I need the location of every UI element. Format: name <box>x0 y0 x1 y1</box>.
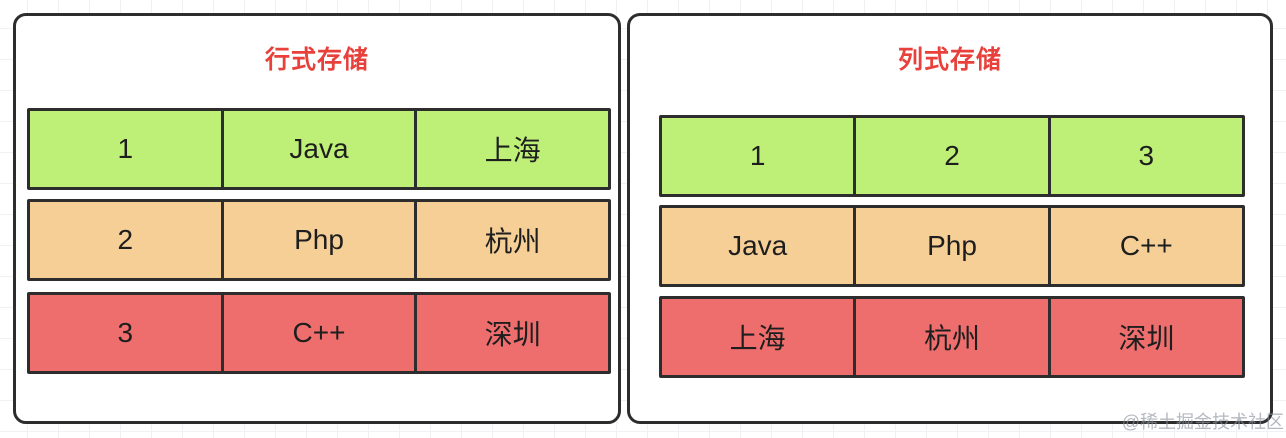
storage-cell: Java <box>220 111 415 187</box>
panel-title: 行式存储 <box>264 46 369 74</box>
storage-row: 1 2 3 <box>659 115 1245 197</box>
storage-cell: Java <box>728 230 788 261</box>
storage-cell: 上海 <box>729 323 786 354</box>
storage-cell: 2 <box>117 224 134 255</box>
storage-row: 上海 杭州 深圳 <box>659 296 1245 378</box>
storage-cell: 杭州 <box>414 202 608 278</box>
storage-cell: C++ <box>220 295 415 371</box>
storage-row: 3 C++ 深圳 <box>27 292 611 374</box>
row-storage-panel: 行式存储 1 Java 上海 2 Php 杭州 3 C++ 深圳 <box>13 13 621 424</box>
panel-title: 列式存储 <box>897 46 1002 74</box>
storage-row: 1 Java 上海 <box>27 108 611 190</box>
column-storage-panel: 列式存储 1 2 3 Java Php C++ 上海 杭州 深圳 <box>627 13 1273 424</box>
storage-cell: 杭州 <box>853 299 1047 375</box>
storage-cell: 上海 <box>414 111 608 187</box>
storage-cell: 深圳 <box>414 295 608 371</box>
watermark: @稀土掘金技术社区 <box>1121 412 1284 432</box>
storage-cell: 2 <box>853 118 1047 194</box>
storage-cell: 1 <box>117 133 134 164</box>
storage-cell: 深圳 <box>1047 299 1242 375</box>
storage-cell: Php <box>220 202 415 278</box>
storage-row: 2 Php 杭州 <box>27 199 611 281</box>
storage-cell: 1 <box>749 140 766 171</box>
storage-cell: Php <box>853 208 1047 284</box>
storage-row: Java Php C++ <box>659 205 1245 287</box>
storage-cell: 3 <box>117 317 134 348</box>
storage-cell: 3 <box>1047 118 1242 194</box>
storage-cell: C++ <box>1047 208 1242 284</box>
